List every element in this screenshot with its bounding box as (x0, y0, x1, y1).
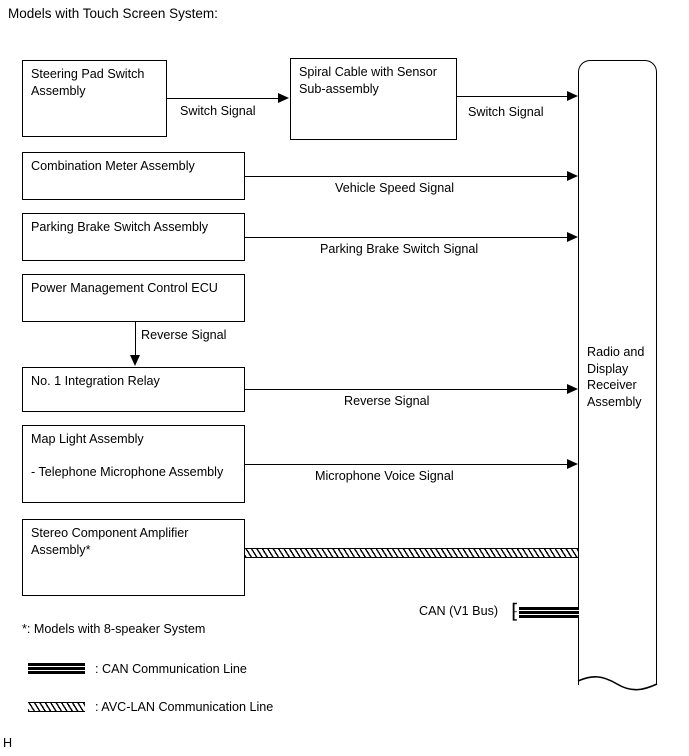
legend-avc-lan-label: : AVC-LAN Communication Line (95, 700, 274, 714)
arrowhead-ecu-to-relay (129, 355, 140, 366)
connector-steering-to-spiral (167, 98, 278, 99)
arrowhead-spiral-to-receiver (567, 90, 578, 101)
label-reverse-signal-vertical: Reverse Signal (141, 328, 227, 342)
box-combination-meter-assembly: Combination Meter Assembly (22, 152, 245, 200)
receiver-break-line (577, 676, 658, 691)
box-parking-brake-switch-assembly: Parking Brake Switch Assembly (22, 213, 245, 261)
page-mark: H (3, 736, 13, 750)
box-radio-and-display-receiver-assembly-label: Radio and Display Receiver Assembly (587, 345, 645, 409)
label-vehicle-speed-signal: Vehicle Speed Signal (335, 181, 455, 195)
arrowhead-relay-to-receiver (567, 383, 578, 394)
arrowhead-steering-to-spiral (278, 92, 289, 103)
label-microphone-voice-signal: Microphone Voice Signal (315, 469, 454, 483)
box-combination-meter-assembly-label: Combination Meter Assembly (31, 159, 195, 173)
legend-can-label: : CAN Communication Line (95, 662, 247, 676)
box-map-light-assembly-label: Map Light Assembly - Telephone Microphon… (31, 432, 224, 479)
note-asterisk: *: Models with 8-speaker System (22, 622, 206, 636)
box-spiral-cable-sub-assembly-label: Spiral Cable with Sensor Sub-assembly (299, 65, 437, 96)
box-radio-and-display-receiver-assembly (578, 60, 657, 685)
label-switch-signal-1: Switch Signal (180, 104, 256, 118)
connector-relay-to-receiver (245, 389, 567, 390)
arrowhead-meter-to-receiver (567, 170, 578, 181)
connector-parking-brake-to-receiver (245, 237, 567, 238)
box-stereo-component-amplifier-assembly: Stereo Component Amplifier Assembly* (22, 519, 245, 596)
label-parking-brake-switch-signal: Parking Brake Switch Signal (320, 242, 479, 256)
connector-meter-to-receiver (245, 176, 567, 177)
box-no-1-integration-relay-label: No. 1 Integration Relay (31, 374, 160, 388)
can-communication-line (519, 607, 579, 618)
avc-lan-communication-line (245, 548, 579, 558)
arrowhead-map-light-to-receiver (567, 458, 578, 469)
box-power-management-control-ecu-label: Power Management Control ECU (31, 281, 218, 295)
box-no-1-integration-relay: No. 1 Integration Relay (22, 367, 245, 412)
can-break-mark: ⁅ (511, 601, 519, 623)
box-stereo-component-amplifier-assembly-label: Stereo Component Amplifier Assembly* (31, 526, 189, 557)
label-can-v1-bus: CAN (V1 Bus) (419, 604, 499, 618)
connector-map-light-to-receiver (245, 464, 567, 465)
legend-avc-lan-swatch (28, 702, 85, 712)
box-map-light-assembly: Map Light Assembly - Telephone Microphon… (22, 425, 245, 503)
label-switch-signal-2: Switch Signal (468, 105, 544, 119)
legend-can-swatch (28, 663, 85, 674)
arrowhead-parking-brake-to-receiver (567, 231, 578, 242)
box-parking-brake-switch-assembly-label: Parking Brake Switch Assembly (31, 220, 209, 234)
page-title: Models with Touch Screen System: (8, 6, 218, 21)
connector-spiral-to-receiver (457, 96, 567, 97)
connector-ecu-to-relay (135, 322, 136, 355)
label-reverse-signal-horizontal: Reverse Signal (344, 394, 430, 408)
box-spiral-cable-sub-assembly: Spiral Cable with Sensor Sub-assembly (290, 58, 457, 140)
box-steering-pad-switch-assembly-label: Steering Pad Switch Assembly (31, 67, 145, 98)
box-power-management-control-ecu: Power Management Control ECU (22, 274, 245, 322)
box-steering-pad-switch-assembly: Steering Pad Switch Assembly (22, 60, 167, 137)
